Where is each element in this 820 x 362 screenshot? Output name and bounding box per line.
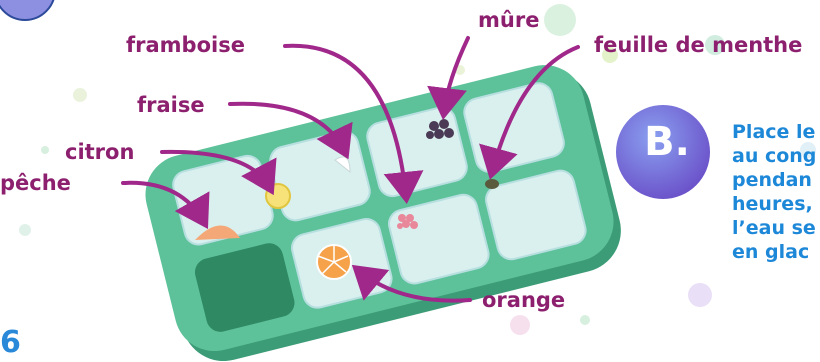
label-mure: mûre	[478, 10, 539, 31]
step-line: au cong	[732, 144, 820, 168]
step-letter: B.	[637, 122, 697, 162]
page-number: 6	[0, 328, 21, 358]
step-line: Place le	[732, 120, 820, 144]
label-fraise: fraise	[137, 95, 205, 116]
orange-slice	[317, 245, 351, 279]
step-line: pendan	[732, 168, 820, 192]
label-framboise: framboise	[126, 35, 245, 56]
step-instruction: Place le au cong pendan heures, l’eau se…	[732, 120, 820, 264]
decorative-circle	[0, 0, 55, 20]
step-line: l’eau se	[732, 216, 820, 240]
step-line: en glac	[732, 240, 820, 264]
label-orange: orange	[482, 290, 565, 311]
mint-leaf	[485, 179, 499, 189]
label-citron: citron	[65, 142, 134, 163]
label-feuille-de-menthe: feuille de menthe	[594, 35, 802, 56]
label-peche: pêche	[0, 173, 71, 194]
step-line: heures,	[732, 192, 820, 216]
